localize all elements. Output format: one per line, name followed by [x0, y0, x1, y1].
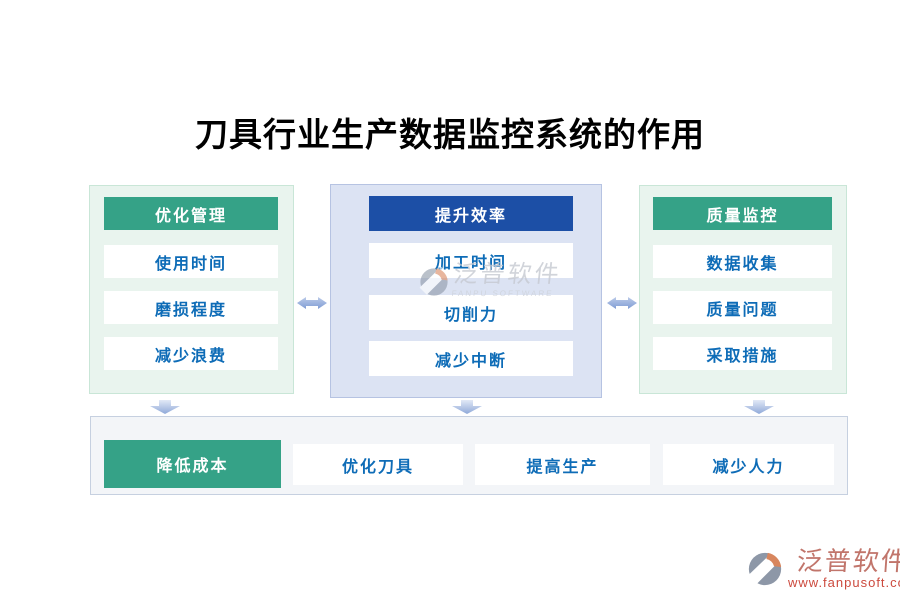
column-optimize-management: 优化管理 使用时间 磨损程度 减少浪费 — [89, 185, 294, 394]
double-arrow-icon — [606, 292, 638, 314]
bottom-row: 降低成本 优化刀具 提高生产 减少人力 — [90, 416, 848, 495]
item-box: 减少中断 — [369, 341, 573, 376]
column-header: 质量监控 — [653, 197, 832, 230]
item-box: 采取措施 — [653, 337, 832, 370]
double-arrow-icon — [296, 292, 328, 314]
result-box-optimize-tools: 优化刀具 — [293, 444, 463, 485]
item-box: 数据收集 — [653, 245, 832, 278]
column-quality-monitoring: 质量监控 数据收集 质量问题 采取措施 — [639, 185, 847, 394]
result-box-reduce-manpower: 减少人力 — [663, 444, 834, 485]
watermark-brand: 泛普软件 — [795, 546, 900, 576]
item-box: 质量问题 — [653, 291, 832, 324]
item-box: 使用时间 — [104, 245, 278, 278]
column-header: 优化管理 — [104, 197, 278, 230]
item-box: 加工时间 — [369, 243, 573, 278]
column-improve-efficiency: 提升效率 加工时间 切削力 减少中断 — [330, 184, 602, 398]
result-box-reduce-cost: 降低成本 — [104, 440, 281, 488]
down-arrow-icon — [450, 399, 484, 415]
down-arrow-icon — [148, 399, 182, 415]
watermark-url: www.fanpusoft.com — [788, 575, 900, 590]
result-box-increase-production: 提高生产 — [475, 444, 650, 485]
column-header: 提升效率 — [369, 196, 573, 231]
item-box: 切削力 — [369, 295, 573, 330]
diagram-title: 刀具行业生产数据监控系统的作用 — [195, 118, 705, 154]
watermark-footer: 泛普软件 www.fanpusoft.com — [744, 546, 900, 590]
item-box: 磨损程度 — [104, 291, 278, 324]
down-arrow-icon — [742, 399, 776, 415]
item-box: 减少浪费 — [104, 337, 278, 370]
fanpu-logo-icon — [744, 550, 786, 588]
